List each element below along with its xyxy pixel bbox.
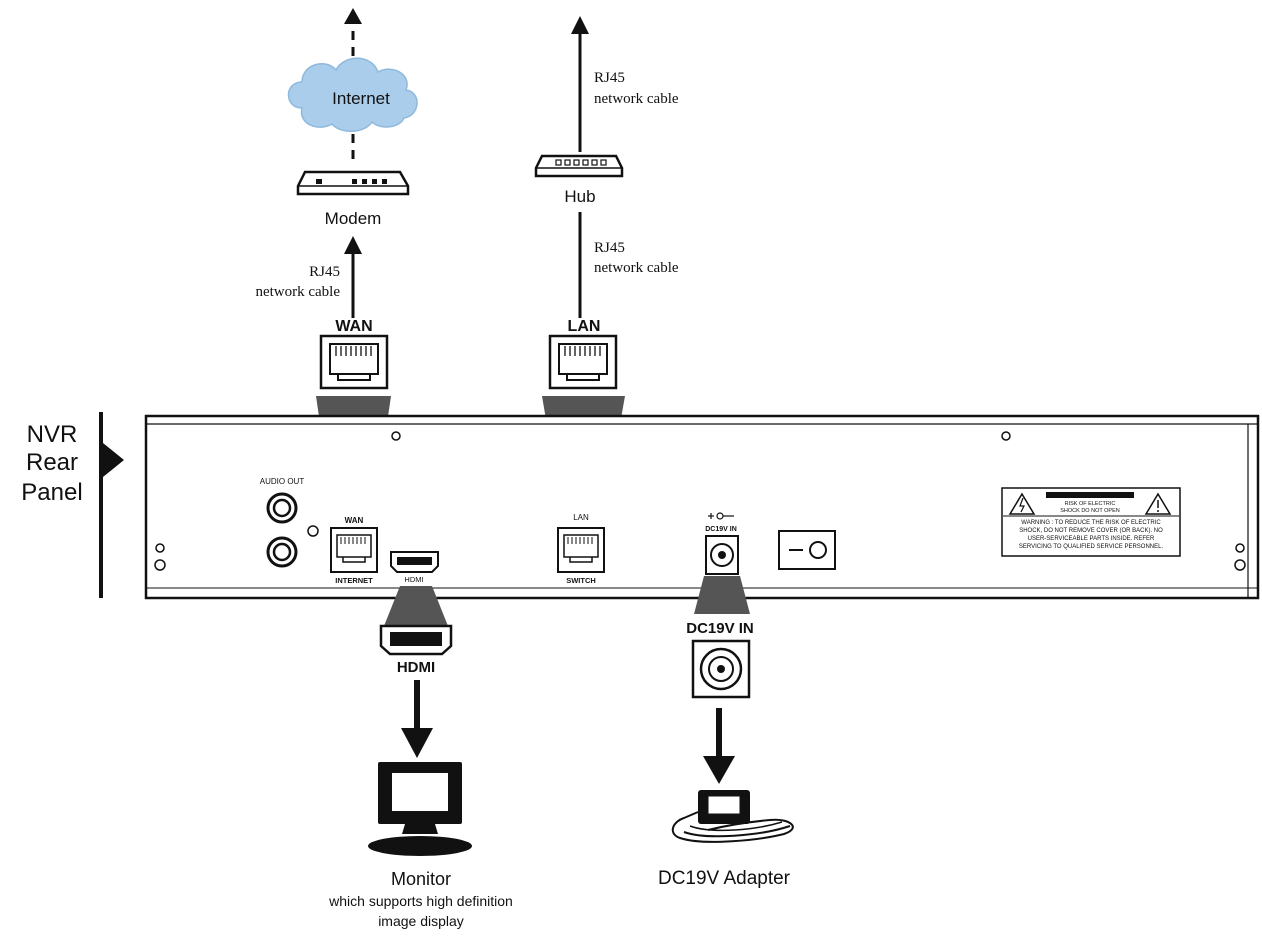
modem-icon bbox=[296, 170, 410, 196]
internet-label: Internet bbox=[332, 89, 390, 108]
dc-adapter-label: DC19V Adapter bbox=[658, 868, 791, 889]
warning-text-line3: USER-SERVICEABLE PARTS INSIDE. REFER bbox=[1028, 536, 1155, 542]
nvr-label-line2: Rear bbox=[26, 449, 78, 476]
warning-label bbox=[1001, 487, 1181, 557]
wan-cable-label-line2: network cable bbox=[255, 284, 340, 300]
panel-switch-label: SWITCH bbox=[566, 576, 596, 585]
dc-zoom-beam bbox=[694, 576, 750, 614]
panel-wan-port-icon bbox=[330, 527, 378, 573]
warning-text-line1: WARNING : TO REDUCE THE RISK OF ELECTRIC bbox=[1021, 520, 1161, 526]
monitor-description-line2: image display bbox=[378, 913, 464, 929]
panel-wan-label: WAN bbox=[345, 516, 364, 525]
lan-port-label: LAN bbox=[568, 318, 601, 335]
hub-uplink-label-line1: RJ45 bbox=[594, 70, 625, 86]
warning-top-line1: RISK OF ELECTRIC bbox=[1065, 501, 1116, 507]
warning-text-line4: SERVICING TO QUALIFIED SERVICE PERSONNEL… bbox=[1019, 544, 1164, 550]
lan-cable-label-line1: RJ45 bbox=[594, 240, 625, 256]
hub-uplink-arrow bbox=[571, 16, 589, 152]
nvr-label-line3: Panel bbox=[21, 479, 82, 506]
monitor-label: Monitor bbox=[391, 869, 451, 889]
hdmi-label: HDMI bbox=[397, 659, 435, 676]
hdmi-enlarged-port-icon bbox=[379, 624, 453, 656]
hdmi-zoom-beam bbox=[384, 586, 448, 626]
modem-label: Modem bbox=[325, 209, 382, 228]
power-switch-icon bbox=[778, 530, 836, 570]
wan-port-enlarged-icon bbox=[319, 334, 389, 390]
monitor-description-line1: which supports high definition bbox=[328, 893, 513, 909]
panel-audio-out-label: AUDIO OUT bbox=[260, 477, 305, 486]
internet-cloud-icon bbox=[287, 57, 418, 132]
warning-top-line2: SHOCK DO NOT OPEN bbox=[1060, 508, 1120, 514]
panel-screw-holes bbox=[154, 431, 1246, 571]
dc19v-in-label: DC19V IN bbox=[686, 620, 754, 637]
dc-polarity-icon bbox=[708, 512, 734, 520]
panel-lan-port-icon bbox=[557, 527, 605, 573]
hub-label: Hub bbox=[564, 187, 595, 206]
nvr-label-line1: NVR bbox=[27, 421, 78, 448]
hdmi-monitor-arrow bbox=[401, 680, 433, 758]
hub-uplink-label-line2: network cable bbox=[594, 91, 679, 107]
lan-port-enlarged-icon bbox=[548, 334, 618, 390]
hub-icon bbox=[534, 154, 624, 178]
monitor-icon bbox=[368, 762, 472, 856]
nvr-pointer-icon bbox=[99, 412, 124, 598]
wan-cable-arrow bbox=[344, 236, 362, 318]
warning-text-line2: SHOCK, DO NOT REMOVE COVER (OR BACK). NO bbox=[1019, 528, 1163, 534]
dc-enlarged-jack-icon bbox=[691, 639, 751, 699]
panel-internet-label: INTERNET bbox=[335, 576, 373, 585]
wan-port-label: WAN bbox=[335, 318, 372, 335]
lan-cable-label-line2: network cable bbox=[594, 260, 679, 276]
panel-hdmi-port-icon bbox=[390, 551, 439, 573]
panel-dc-jack-icon bbox=[705, 535, 739, 575]
dc-adapter-icon bbox=[671, 790, 794, 843]
wan-cable-label-line1: RJ45 bbox=[309, 264, 340, 280]
panel-hdmi-label: HDMI bbox=[404, 575, 423, 584]
dc-adapter-arrow bbox=[703, 708, 735, 784]
audio-out-jacks-icon bbox=[266, 492, 298, 568]
panel-lan-label: LAN bbox=[573, 513, 589, 522]
panel-dc-label: DC19V IN bbox=[705, 526, 737, 533]
